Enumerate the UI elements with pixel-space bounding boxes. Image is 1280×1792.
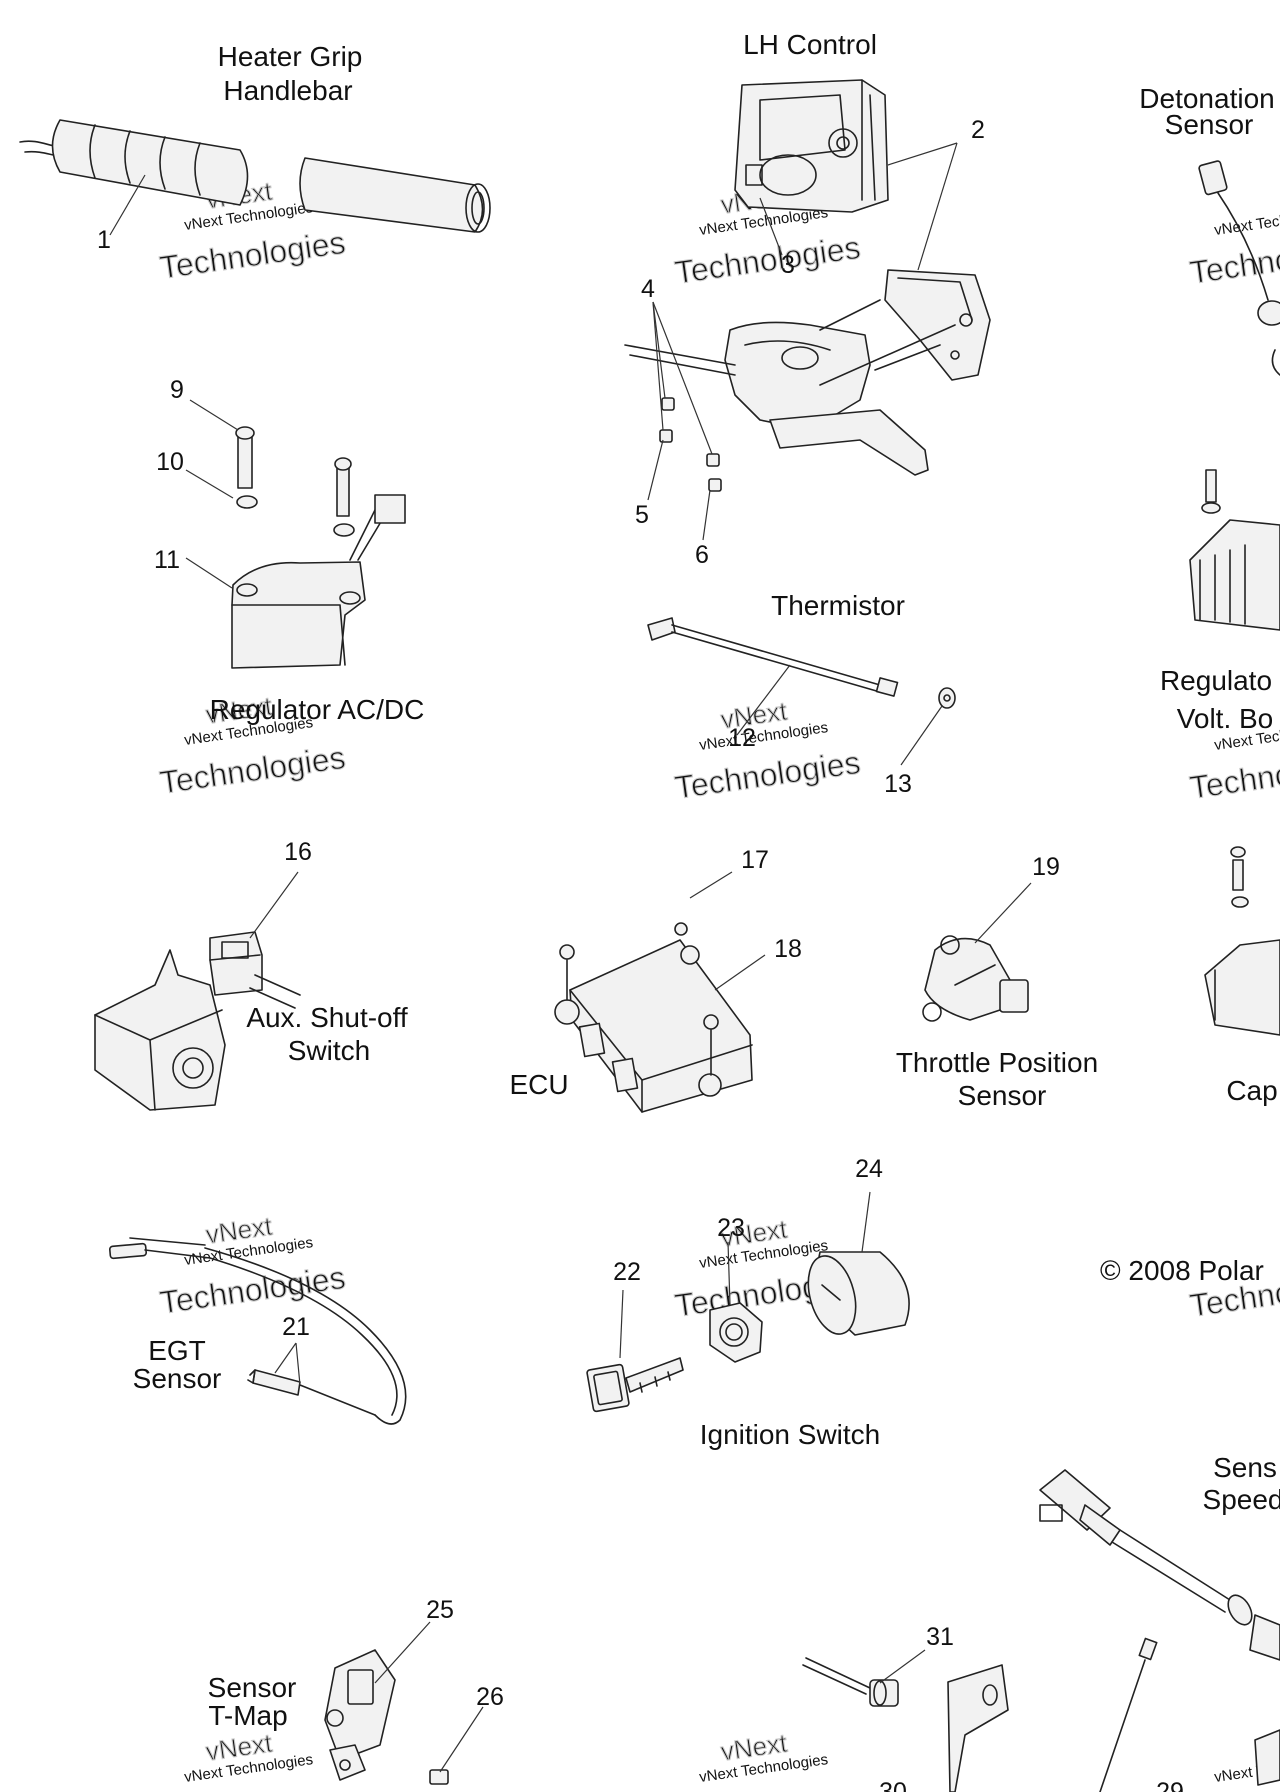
watermark: vNext Technologies vNext bbox=[698, 1727, 829, 1786]
svg-text:Technologies: Technologies bbox=[1188, 744, 1280, 806]
title-speed-sensor: Speed bbox=[1203, 1484, 1280, 1515]
title-regulator-volt: Volt. Bo bbox=[1177, 703, 1274, 734]
title-detonation-sensor: Detonation bbox=[1139, 83, 1274, 114]
copyright-notice: © 2008 Polar bbox=[1100, 1255, 1264, 1286]
title-aux-shutoff: Aux. Shut-off bbox=[246, 1002, 408, 1033]
egt-sensor-drawing bbox=[108, 1237, 407, 1425]
throttle-position-drawing bbox=[922, 935, 1029, 1022]
watermark: vNext Technologies vNext bbox=[183, 1727, 314, 1786]
callout-30: 30 bbox=[879, 1778, 907, 1792]
capacitor-drawing bbox=[1204, 846, 1280, 1036]
title-detonation-sensor: Sensor bbox=[1165, 109, 1254, 140]
lh-control-drawing bbox=[624, 79, 991, 492]
title-throttle-position: Sensor bbox=[958, 1080, 1047, 1111]
title-egt-sensor: Sensor bbox=[133, 1363, 222, 1394]
title-heater-grip: Handlebar bbox=[223, 75, 352, 106]
regulator-acdc-drawing bbox=[231, 426, 406, 669]
callout-24: 24 bbox=[855, 1155, 883, 1183]
title-cap: Cap bbox=[1226, 1075, 1277, 1106]
tmap-sensor-drawing bbox=[324, 1649, 449, 1785]
callout-16: 16 bbox=[284, 838, 312, 866]
callout-12: 12 bbox=[728, 724, 756, 752]
callout-22: 22 bbox=[613, 1258, 641, 1286]
callout-26: 26 bbox=[476, 1683, 504, 1711]
callout-11: 11 bbox=[154, 546, 180, 574]
title-tmap-sensor: Sensor bbox=[208, 1672, 297, 1703]
callout-25: 25 bbox=[426, 1596, 454, 1624]
regulator-volt-drawing bbox=[1189, 469, 1280, 631]
callout-21: 21 bbox=[282, 1313, 310, 1341]
clip-pin-drawing bbox=[802, 1657, 1009, 1792]
svg-text:Technologies: Technologies bbox=[1188, 229, 1280, 291]
title-regulator-volt: Regulato bbox=[1160, 665, 1272, 696]
ecu-drawing bbox=[554, 922, 753, 1113]
callout-9: 9 bbox=[170, 376, 184, 404]
title-regulator-acdc: Regulator AC/DC bbox=[210, 694, 425, 725]
title-tmap-sensor: T-Map bbox=[208, 1700, 287, 1731]
title-speed-sensor: Sens bbox=[1213, 1452, 1277, 1483]
callout-10: 10 bbox=[156, 448, 184, 476]
title-egt-sensor: EGT bbox=[148, 1335, 206, 1366]
svg-text:vNext Technologies: vNext Technologies bbox=[1213, 204, 1280, 239]
title-lh-control: LH Control bbox=[743, 29, 877, 60]
callout-18: 18 bbox=[774, 935, 802, 963]
title-ignition-switch: Ignition Switch bbox=[700, 1419, 881, 1450]
leader-lines bbox=[109, 142, 1032, 1773]
title-throttle-position: Throttle Position bbox=[896, 1047, 1098, 1078]
watermark: Technologies vNext Technologies vNext bbox=[672, 695, 863, 806]
callout-4: 4 bbox=[641, 275, 655, 303]
callout-numbers: 1 2 3 4 5 6 9 10 11 12 13 16 17 18 19 21… bbox=[97, 116, 1184, 1792]
callout-1: 1 bbox=[97, 226, 111, 254]
callout-17: 17 bbox=[741, 846, 769, 874]
detonation-sensor-drawing bbox=[1198, 160, 1280, 376]
ignition-switch-drawing bbox=[586, 1251, 910, 1413]
title-heater-grip: Heater Grip bbox=[218, 41, 363, 72]
callout-23: 23 bbox=[717, 1214, 745, 1242]
title-aux-shutoff: Switch bbox=[288, 1035, 370, 1066]
callout-6: 6 bbox=[695, 541, 709, 569]
heater-grip-drawing bbox=[19, 119, 491, 233]
callout-13: 13 bbox=[884, 770, 912, 798]
thermistor-drawing bbox=[647, 617, 956, 709]
aux-shutoff-drawing bbox=[94, 931, 301, 1111]
callout-2: 2 bbox=[971, 116, 985, 144]
callout-19: 19 bbox=[1032, 853, 1060, 881]
title-thermistor: Thermistor bbox=[771, 590, 905, 621]
callout-29: 29 bbox=[1156, 1778, 1184, 1792]
callout-31: 31 bbox=[926, 1623, 954, 1651]
speed-sensor-drawing bbox=[1039, 1469, 1280, 1792]
callout-5: 5 bbox=[635, 501, 649, 529]
group-titles: Heater Grip Handlebar LH Control Detonat… bbox=[133, 29, 1280, 1731]
callout-3: 3 bbox=[781, 251, 795, 279]
title-ecu: ECU bbox=[509, 1069, 568, 1100]
